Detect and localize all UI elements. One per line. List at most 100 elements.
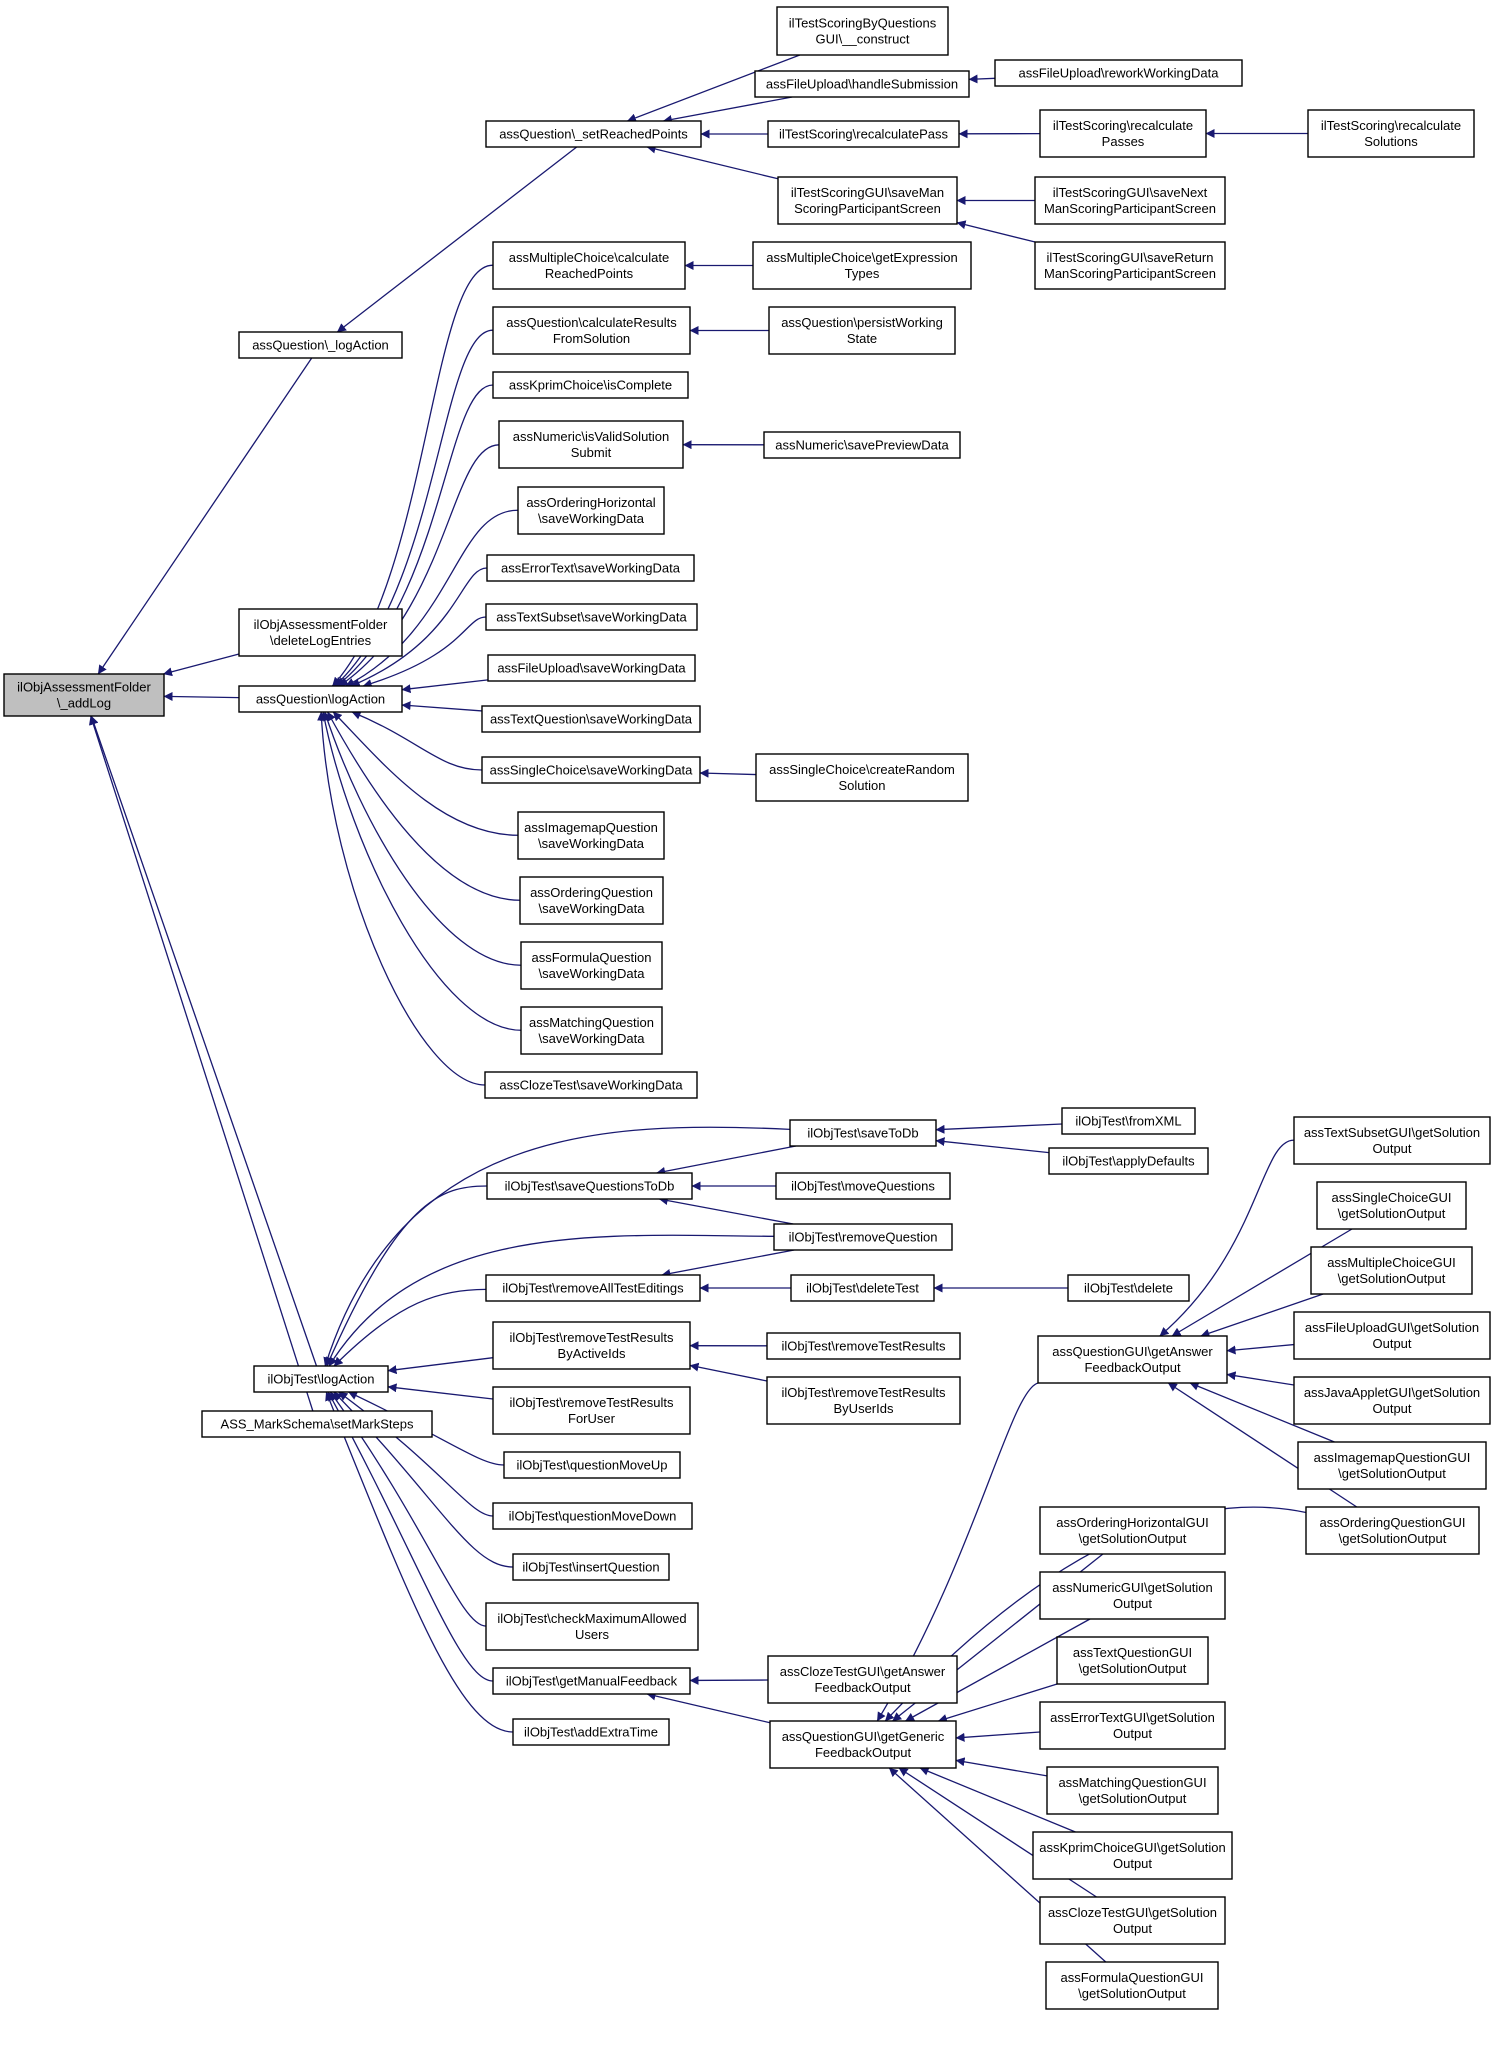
node-numPreview[interactable]: assNumeric\savePreviewData — [763, 431, 961, 459]
node-fuHandle[interactable]: assFileUpload\handleSubmission — [754, 70, 970, 98]
node-insertQ[interactable]: ilObjTest\insertQuestion — [512, 1553, 670, 1581]
node-imGUI[interactable]: assImagemapQuestionGUI\getSolutionOutput — [1297, 1441, 1487, 1490]
node-markSchema[interactable]: ASS_MarkSchema\setMarkSteps — [201, 1410, 433, 1438]
node-jaGUI[interactable]: assJavaAppletGUI\getSolutionOutput — [1293, 1376, 1491, 1425]
node-saveNextMan[interactable]: ilTestScoringGUI\saveNextManScoringParti… — [1034, 176, 1226, 225]
node-setReached[interactable]: assQuestion\_setReachedPoints — [485, 120, 702, 148]
edge-arrow — [1226, 1371, 1295, 1386]
node-saveReturnMan[interactable]: ilTestScoringGUI\saveReturnManScoringPar… — [1034, 241, 1226, 290]
node-label: Submit — [571, 445, 612, 460]
node-deleteLog[interactable]: ilObjAssessmentFolder\deleteLogEntries — [238, 608, 403, 657]
node-qLogAction_[interactable]: assQuestion\_logAction — [238, 331, 403, 359]
node-numGUI[interactable]: assNumericGUI\getSolutionOutput — [1039, 1571, 1226, 1620]
node-remRes[interactable]: ilObjTest\removeTestResults — [766, 1332, 961, 1360]
node-removeAllEdit[interactable]: ilObjTest\removeAllTestEditings — [485, 1274, 701, 1302]
node-singleChoiceSave[interactable]: assSingleChoice\saveWorkingData — [481, 756, 701, 784]
node-errTextSave[interactable]: assErrorText\saveWorkingData — [486, 554, 695, 582]
node-label: \getSolutionOutput — [1338, 1206, 1446, 1221]
node-label: ilTestScoring\recalculate — [1053, 118, 1193, 133]
node-label: \getSolutionOutput — [1079, 1661, 1187, 1676]
node-applyDefaults[interactable]: ilObjTest\applyDefaults — [1048, 1147, 1209, 1175]
node-label: assMultipleChoiceGUI — [1327, 1255, 1456, 1270]
node-saveToDb[interactable]: ilObjTest\saveToDb — [789, 1119, 937, 1147]
node-tqGUI[interactable]: assTextQuestionGUI\getSolutionOutput — [1056, 1636, 1209, 1685]
node-root[interactable]: ilObjAssessmentFolder\_addLog — [3, 673, 165, 717]
node-ordHorizSave[interactable]: assOrderingHorizontal\saveWorkingData — [517, 486, 665, 535]
node-label: assErrorText\saveWorkingData — [501, 561, 681, 576]
node-box — [1307, 109, 1475, 158]
node-label: ByUserIds — [834, 1401, 894, 1416]
node-label: ilObjTest\saveQuestionsToDb — [505, 1179, 675, 1194]
node-fuRework[interactable]: assFileUpload\reworkWorkingData — [994, 59, 1243, 87]
node-recalcPass[interactable]: ilTestScoring\recalculatePass — [767, 120, 960, 148]
node-moveQuestions[interactable]: ilObjTest\moveQuestions — [775, 1172, 951, 1200]
node-orderingSave[interactable]: assOrderingQuestion\saveWorkingData — [519, 876, 664, 925]
edge-arrow — [328, 1234, 775, 1367]
node-scGUI[interactable]: assSingleChoiceGUI\getSolutionOutput — [1316, 1181, 1467, 1230]
node-etGUI[interactable]: assErrorTextGUI\getSolutionOutput — [1039, 1701, 1226, 1750]
node-label: assNumericGUI\getSolution — [1052, 1580, 1212, 1595]
node-qLogAction[interactable]: assQuestion\logAction — [238, 685, 403, 713]
node-clozeSave[interactable]: assClozeTest\saveWorkingData — [484, 1071, 698, 1099]
node-oqGUI[interactable]: assOrderingQuestionGUI\getSolutionOutput — [1305, 1506, 1480, 1555]
node-formulaSave[interactable]: assFormulaQuestion\saveWorkingData — [520, 941, 663, 990]
node-box — [484, 1071, 698, 1099]
node-kpGUI[interactable]: assKprimChoiceGUI\getSolutionOutput — [1032, 1831, 1233, 1880]
node-delete[interactable]: ilObjTest\delete — [1067, 1274, 1190, 1302]
edge-arrow — [646, 1691, 771, 1724]
node-imagemapSave[interactable]: assImagemapQuestion\saveWorkingData — [517, 811, 665, 860]
node-label: ilObjTest\saveToDb — [807, 1126, 918, 1141]
node-box — [492, 306, 691, 355]
node-tsGUI[interactable]: assTextSubsetGUI\getSolutionOutput — [1293, 1116, 1491, 1165]
node-fromXML[interactable]: ilObjTest\fromXML — [1061, 1107, 1196, 1135]
edge-arrow — [956, 220, 1036, 243]
node-fuGUI[interactable]: assFileUploadGUI\getSolutionOutput — [1293, 1311, 1491, 1360]
node-box — [1293, 1311, 1491, 1360]
node-fqGUI[interactable]: assFormulaQuestionGUI\getSolutionOutput — [1045, 1961, 1219, 2010]
node-maGUI[interactable]: assMatchingQuestionGUI\getSolutionOutput — [1046, 1766, 1219, 1815]
node-saveManScoring[interactable]: ilTestScoringGUI\saveManScoringParticipa… — [777, 176, 958, 225]
edge-addExtra-to-testLogAction — [325, 1391, 514, 1733]
node-testLogAction[interactable]: ilObjTest\logAction — [253, 1365, 389, 1393]
node-saveQToDb[interactable]: ilObjTest\saveQuestionsToDb — [486, 1172, 693, 1200]
node-box — [1316, 1181, 1467, 1230]
node-removeQuestion[interactable]: ilObjTest\removeQuestion — [773, 1223, 953, 1251]
node-textQSave[interactable]: assTextQuestion\saveWorkingData — [481, 705, 701, 733]
node-addExtra[interactable]: ilObjTest\addExtraTime — [512, 1718, 670, 1746]
node-moveUp[interactable]: ilObjTest\questionMoveUp — [503, 1451, 681, 1479]
edge-numGUI-to-genericFb — [905, 1618, 1091, 1722]
node-fileUploadSave[interactable]: assFileUpload\saveWorkingData — [487, 654, 696, 682]
node-getManual[interactable]: ilObjTest\getManualFeedback — [492, 1667, 691, 1695]
node-mcGUI[interactable]: assMultipleChoiceGUI\getSolutionOutput — [1310, 1246, 1473, 1295]
node-kprimComplete[interactable]: assKprimChoice\isComplete — [492, 371, 689, 399]
node-label: assMatchingQuestion — [529, 1015, 654, 1030]
node-deleteTest[interactable]: ilObjTest\deleteTest — [790, 1274, 935, 1302]
node-ctGUI[interactable]: assClozeTestGUI\getSolutionOutput — [1039, 1896, 1226, 1945]
node-matchingSave[interactable]: assMatchingQuestion\saveWorkingData — [520, 1006, 663, 1055]
node-box — [512, 1553, 670, 1581]
node-moveDown[interactable]: ilObjTest\questionMoveDown — [492, 1502, 693, 1530]
node-textSubsetSave[interactable]: assTextSubset\saveWorkingData — [485, 603, 698, 631]
node-label: ReachedPoints — [545, 266, 634, 281]
node-label: \deleteLogEntries — [270, 633, 372, 648]
node-ohGUI[interactable]: assOrderingHorizontalGUI\getSolutionOutp… — [1039, 1506, 1226, 1555]
edge-arrow — [661, 1249, 795, 1278]
edge-tsGUI-to-answerFb — [1159, 1139, 1295, 1337]
